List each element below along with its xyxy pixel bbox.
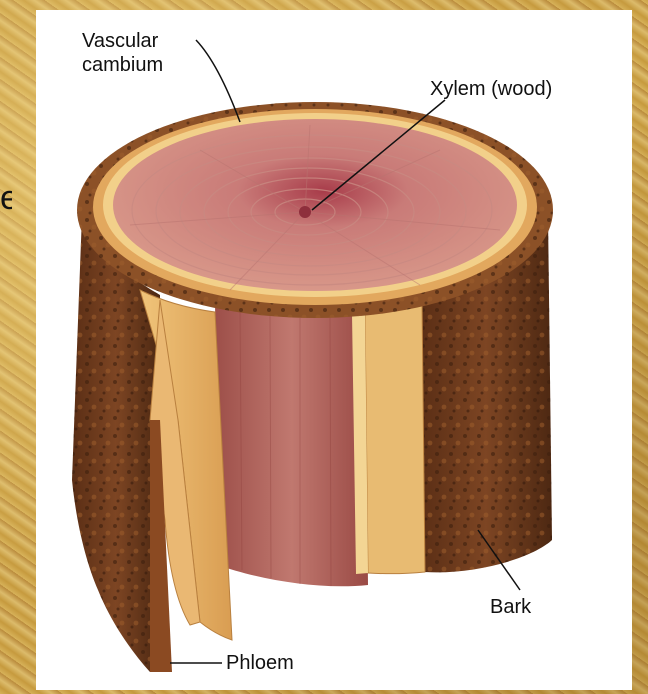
pith bbox=[299, 206, 311, 218]
label-vascular-cambium-line2: cambium bbox=[82, 54, 163, 76]
xylem-side bbox=[215, 300, 368, 586]
label-phloem: Phloem bbox=[226, 652, 294, 674]
xylem-top bbox=[113, 119, 517, 291]
label-bark: Bark bbox=[490, 596, 531, 618]
label-xylem: Xylem (wood) bbox=[430, 78, 552, 100]
label-vascular-cambium-line1: Vascular bbox=[82, 30, 158, 52]
phloem-right bbox=[365, 300, 425, 574]
